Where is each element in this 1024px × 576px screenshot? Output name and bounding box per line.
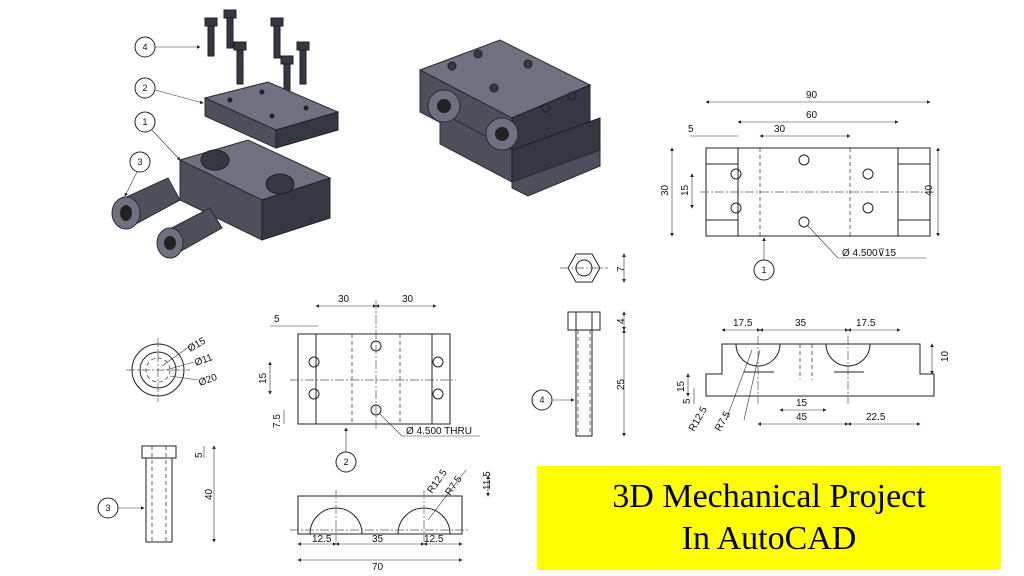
dim-bf-17-5a: 17.5: [733, 318, 753, 329]
svg-text:2: 2: [142, 83, 147, 93]
exploded-base: [178, 139, 332, 241]
dim-bolt-25: 25: [616, 378, 627, 390]
dim-bolt-4: 4: [616, 318, 627, 324]
radius-r7-5-base: R7.5: [713, 409, 733, 433]
dim-cap-30b: 30: [402, 294, 414, 305]
svg-text:3: 3: [137, 157, 142, 167]
svg-text:1: 1: [761, 265, 766, 275]
exploded-cap: [203, 81, 340, 149]
title-line-1: 3D Mechanical Project: [612, 478, 926, 515]
cap-front-view: 12.5 35 12.5 70 11.5 R12.5 R7.5: [290, 467, 493, 573]
exploded-assembly: 4 2 1 3: [111, 9, 340, 259]
dim-base-60: 60: [806, 110, 818, 121]
base-top-view: 90 60 30 5 30 15 40 Ø 4.500⊽15 1: [660, 90, 940, 281]
dim-cf-12-5a: 12.5: [312, 534, 332, 545]
dim-bush-15: Ø15: [186, 335, 208, 354]
dim-bf-10: 10: [940, 350, 951, 362]
dim-cf-11-5: 11.5: [482, 471, 493, 490]
dim-cf-70: 70: [372, 562, 384, 573]
svg-text:3: 3: [105, 503, 110, 513]
dim-bf-45: 45: [796, 412, 808, 423]
dim-bf-5: 5: [682, 398, 693, 404]
svg-text:1: 1: [142, 117, 147, 127]
balloon-base: 1: [134, 111, 181, 161]
dim-bush-20: Ø20: [197, 372, 219, 389]
dim-base-40: 40: [924, 184, 935, 196]
bushing-view: Ø15 Ø11 Ø20 5 40 3: [97, 335, 219, 543]
dim-cf-35: 35: [372, 534, 384, 545]
balloon-bushing: 3: [124, 151, 151, 197]
dim-bush-11: Ø11: [193, 352, 214, 369]
dim-cf-12-5b: 12.5: [424, 534, 444, 545]
svg-text:4: 4: [142, 42, 147, 52]
cap-top-view: 30 30 5 15 7.5 Ø 4.500 THRU 2: [258, 294, 480, 473]
dim-base-v15: 15: [680, 184, 691, 196]
dim-base-30: 30: [774, 124, 786, 135]
balloon-cap: 2: [134, 77, 204, 104]
dim-bolt-7: 7: [616, 266, 627, 272]
bolt-view: 7 4 25 4: [531, 253, 627, 437]
dim-cap-30a: 30: [338, 294, 350, 305]
balloon-bolt: 4: [134, 36, 201, 58]
svg-text:4: 4: [539, 395, 544, 405]
dim-cap-15: 15: [258, 372, 269, 384]
dim-cap-7-5: 7.5: [272, 414, 283, 428]
radius-r12-5-base: R12.5: [687, 405, 710, 434]
exploded-bushings: [111, 177, 223, 259]
base-front-view: 17.5 35 17.5 10 15 5 15 45 22.5 R12.5 R7…: [676, 318, 951, 434]
dim-bf-35: 35: [795, 318, 807, 329]
exploded-bolts: [204, 9, 310, 95]
dim-bush-40: 40: [204, 488, 215, 500]
dim-base-v30: 30: [660, 184, 671, 196]
dim-cap-5: 5: [274, 314, 280, 325]
dim-bush-5: 5: [194, 452, 205, 458]
dim-bf-17-5b: 17.5: [856, 318, 876, 329]
dim-bf-22-5: 22.5: [866, 412, 886, 423]
dim-base-5: 5: [688, 124, 694, 135]
title-banner: 3D Mechanical Project In AutoCAD: [537, 466, 1001, 570]
svg-text:2: 2: [343, 457, 348, 467]
cap-hole-note: Ø 4.500 THRU: [406, 426, 472, 437]
dim-bf-b15: 15: [796, 398, 808, 409]
title-line-2: In AutoCAD: [681, 520, 857, 557]
dim-bf-15: 15: [676, 380, 687, 392]
assembled-isometric: [418, 39, 601, 197]
base-hole-note: Ø 4.500⊽15: [842, 248, 896, 259]
dim-base-90: 90: [806, 90, 818, 101]
